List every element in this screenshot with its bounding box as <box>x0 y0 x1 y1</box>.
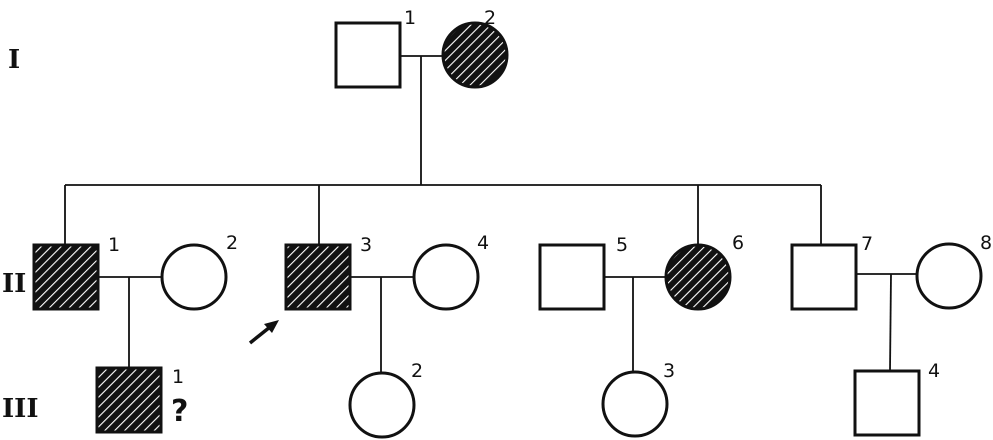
descent-line-III-4 <box>889 273 892 372</box>
affected-female-circle <box>441 21 509 89</box>
individual-II-4: 4 <box>412 232 489 311</box>
individual-II-5: 5 <box>538 234 628 311</box>
female-circle <box>915 242 983 310</box>
individual-III-3: 3 <box>601 360 675 438</box>
male-square <box>790 243 858 311</box>
affected-male-square <box>95 366 163 434</box>
affected-male-square <box>32 243 100 311</box>
individual-number: 4 <box>477 232 489 254</box>
individual-number: 2 <box>226 232 238 254</box>
individual-I-1: 1 <box>334 7 416 89</box>
individual-number: 1 <box>404 7 416 29</box>
individual-number: 2 <box>484 7 496 29</box>
individual-III-2: 2 <box>348 360 423 439</box>
individual-number: 1 <box>108 234 120 256</box>
generation-label-II: II <box>2 269 26 299</box>
female-circle <box>160 243 228 311</box>
individual-number: 8 <box>980 232 992 254</box>
individual-I-2: 2 <box>441 7 509 89</box>
individuals: 1 2 1 2 3 4 5 6 7 8 1? 2 3 4 <box>32 7 992 439</box>
affected-male-square <box>284 243 352 311</box>
male-square <box>538 243 606 311</box>
generation-label-I: I <box>8 45 20 75</box>
individual-II-6: 6 <box>664 232 744 311</box>
connection-lines <box>64 55 918 372</box>
individual-II-8: 8 <box>915 232 992 310</box>
male-square <box>853 369 921 437</box>
individual-number: 4 <box>928 360 940 382</box>
male-square <box>334 21 402 89</box>
individual-II-3: 3 <box>284 234 372 311</box>
individual-number: 5 <box>616 234 628 256</box>
uncertain-status-mark: ? <box>171 394 188 429</box>
individual-number: 2 <box>411 360 423 382</box>
individual-number: 3 <box>360 234 372 256</box>
individual-number: 1 <box>172 366 184 388</box>
individual-II-7: 7 <box>790 233 873 311</box>
individual-number: 3 <box>663 360 675 382</box>
proband-arrow-icon <box>248 320 279 345</box>
individual-III-1: 1? <box>95 366 188 434</box>
female-circle <box>412 243 480 311</box>
generation-label-III: III <box>2 394 39 424</box>
individual-number: 7 <box>861 233 873 255</box>
individual-II-1: 1 <box>32 234 120 311</box>
individual-number: 6 <box>732 232 744 254</box>
individual-III-4: 4 <box>853 360 940 437</box>
individual-II-2: 2 <box>160 232 238 311</box>
female-circle <box>348 371 416 439</box>
affected-female-circle <box>664 243 732 311</box>
female-circle <box>601 370 669 438</box>
